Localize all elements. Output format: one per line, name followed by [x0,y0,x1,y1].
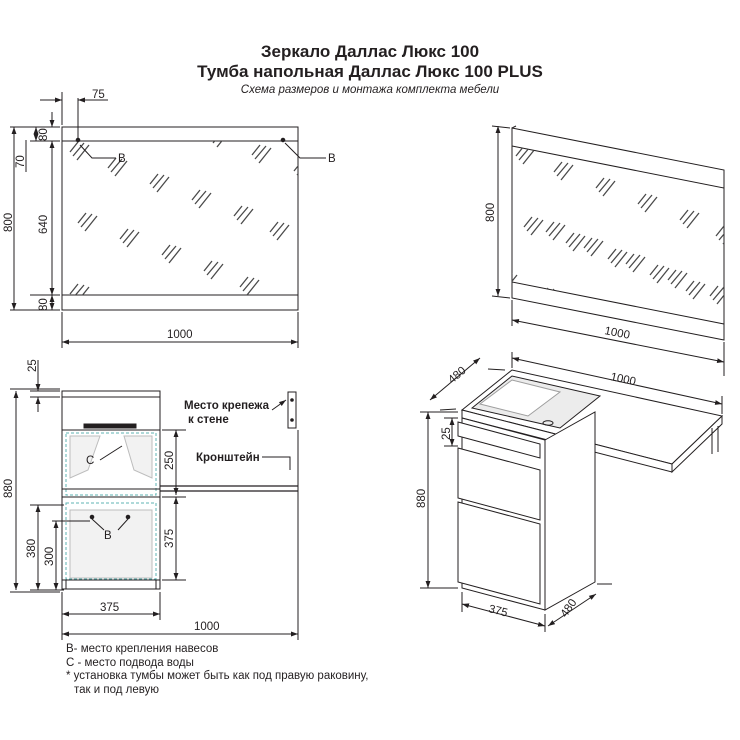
lower-drawer-zone [69,509,153,579]
water-supply-zone-left [69,435,101,479]
leader-mount [271,399,287,411]
dim-iso-25: 25 [441,427,453,440]
dim-mirror-iso-width: 1000 [603,325,630,342]
legend-notes: B- место крепления навесов С - место под… [66,643,368,697]
note-b: B- место крепления навесов [66,643,219,655]
leader-b-right [284,142,326,159]
hanger-point-cabinet-left [89,514,95,520]
dim-cabinet-375: 375 [164,529,176,548]
dim-cabinet-total-height: 880 [3,479,15,498]
dim-cabinet-width: 375 [100,602,119,614]
mirror-glass-hatching [62,141,298,295]
mirror-iso-glass [511,145,725,325]
dim-mirror-iso-height: 800 [485,203,497,222]
dim-iso-width-bottom: 375 [487,603,509,619]
hanger-point-right [280,137,286,143]
cabinet-body [61,390,161,590]
drawing-title-second: Тумба напольная Даллас Люкс 100 PLUS [197,62,543,81]
drawing-title: Зеркало Даллас Люкс 100 [260,42,480,61]
dim-mirror-frame-bottom: 80 [38,298,50,311]
dim-iso-width-top: 1000 [609,371,637,388]
dim-mirror-width: 1000 [167,329,193,341]
drawing-subtitle: Схема размеров и монтажа комплекта мебел… [240,84,500,96]
label-b-right: B [328,153,336,165]
mirror-iso-view [491,125,725,376]
hanger-point-left [75,137,81,143]
dim-mirror-glass-height: 640 [38,215,50,234]
note-c: С - место подвода воды [66,656,194,669]
dim-mirror-hang-offset: 70 [15,155,27,168]
lower-drawer-outline [65,502,157,580]
leader-b-left [79,144,116,159]
dim-cabinet-250: 250 [164,451,176,470]
drawer-middle [457,447,541,521]
label-c: C [86,455,94,467]
leader-c [99,445,123,461]
note-install: * установка тумбы может быть как под пра… [66,670,369,682]
mirror-front-view [10,92,326,348]
upper-drawer-outline [65,432,157,496]
cabinet-front-view [10,360,299,640]
dim-mirror-total-height: 800 [3,213,15,232]
mirror-glass [61,140,299,296]
mirror-iso-frame [511,127,725,341]
callout-mount-line2: к стене [188,414,229,426]
label-b-left: B [118,153,126,165]
mirror-frame [61,126,299,311]
drawer-top [457,421,541,459]
dim-cabinet-25: 25 [27,359,39,372]
cabinet-handle [83,423,137,429]
label-b-cabinet: B [104,530,112,542]
leader-bracket [262,456,291,470]
dim-mirror-frame-top: 80 [38,128,50,141]
leader-b-cabinet [91,518,129,531]
callout-bracket: Кронштейн [196,452,260,464]
water-supply-zone-right [123,435,153,479]
dim-cabinet-total-width: 1000 [194,621,220,633]
wall-mount-plate [287,391,297,429]
dim-mirror-75: 75 [92,89,105,101]
hanger-point-cabinet-right [125,514,131,520]
dim-iso-height: 880 [416,489,428,508]
dim-cabinet-380: 380 [26,539,38,558]
callout-mount-line1: Место крепежа [184,400,270,412]
note-install-cont: так и под левую [74,683,159,696]
cabinet-iso-view [420,352,724,632]
cabinet-iso-side [544,411,596,611]
dim-cabinet-300: 300 [44,547,56,566]
